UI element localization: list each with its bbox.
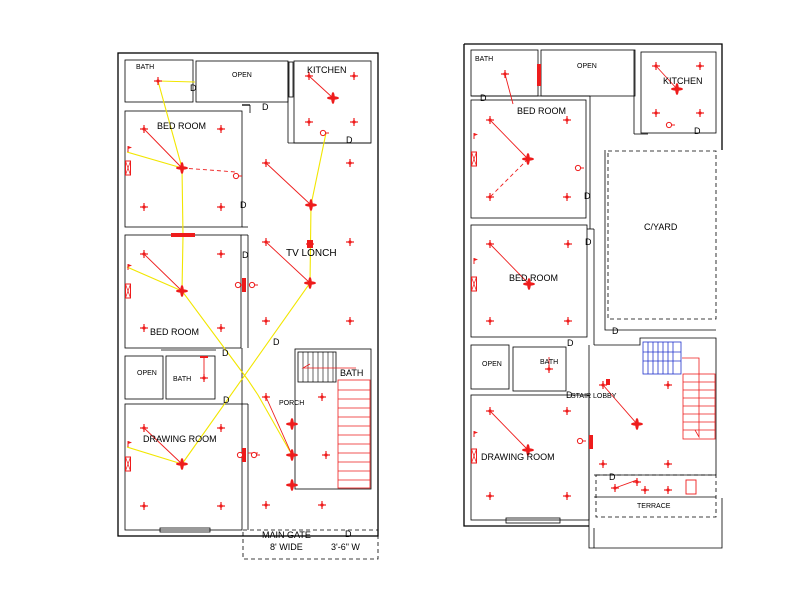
left-drawing-room-label: DRAWING ROOM bbox=[143, 434, 217, 444]
left-bath-stair-label: BATH bbox=[340, 368, 363, 378]
left-bath-top-label: BATH bbox=[136, 64, 154, 71]
door-mark: D bbox=[273, 337, 280, 347]
left-bed-room-1-label: BED ROOM bbox=[157, 121, 206, 131]
left-open-mid-label: OPEN bbox=[137, 370, 157, 377]
door-mark: D bbox=[240, 200, 247, 210]
right-fixtures bbox=[471, 61, 705, 501]
right-bed-room-2-label: BED ROOM bbox=[509, 273, 558, 283]
left-door-marks: D D D D D D D D D bbox=[190, 83, 353, 539]
door-mark: D bbox=[262, 102, 269, 112]
left-porch-label: PORCH bbox=[279, 400, 304, 407]
courtyard-label: C/YARD bbox=[644, 222, 678, 232]
right-circuit-wiring bbox=[489, 65, 678, 489]
left-stair bbox=[297, 351, 371, 489]
door-mark: D bbox=[346, 135, 353, 145]
main-gate-label: MAIN GATE bbox=[262, 530, 311, 540]
left-bed-room-2-label: BED ROOM bbox=[150, 327, 199, 337]
door-mark: D bbox=[345, 529, 352, 539]
right-stair bbox=[642, 341, 716, 440]
right-kitchen-label: KITCHEN bbox=[663, 76, 703, 86]
right-open-top-label: OPEN bbox=[577, 63, 597, 70]
left-tv-lounge-label: TV LONCH bbox=[286, 248, 337, 259]
terrace-label: TERRACE bbox=[637, 503, 671, 510]
door-mark: D bbox=[480, 93, 487, 103]
door-mark: D bbox=[190, 83, 197, 93]
stair-lobby-label: STAIR LOBBY bbox=[571, 393, 617, 400]
door-mark: D bbox=[222, 348, 229, 358]
door-mark: D bbox=[566, 390, 573, 400]
door-mark: D bbox=[242, 250, 249, 260]
left-kitchen-label: KITCHEN bbox=[307, 65, 347, 75]
right-bed-room-1-label: BED ROOM bbox=[517, 106, 566, 116]
door-mark: D bbox=[694, 126, 701, 136]
left-room-labels: BATH OPEN KITCHEN BED ROOM TV LONCH BED … bbox=[136, 64, 363, 552]
door-mark: D bbox=[609, 472, 616, 482]
right-floor-plan: BATH OPEN KITCHEN BED ROOM C/YARD BED RO… bbox=[463, 43, 723, 549]
right-bath-mid-label: BATH bbox=[540, 359, 558, 366]
left-bath-mid-label: BATH bbox=[173, 376, 191, 383]
right-walls bbox=[463, 43, 723, 549]
left-fixtures bbox=[125, 71, 359, 511]
door-mark: D bbox=[567, 338, 574, 348]
right-drawing-room-label: DRAWING ROOM bbox=[481, 452, 555, 462]
door-mark: D bbox=[223, 395, 230, 405]
door-mark: D bbox=[584, 191, 591, 201]
gate-width-label: 8' WIDE bbox=[270, 542, 303, 552]
right-bath-top-label: BATH bbox=[475, 56, 493, 63]
right-room-labels: BATH OPEN KITCHEN BED ROOM C/YARD BED RO… bbox=[475, 56, 703, 510]
door-mark: D bbox=[585, 237, 592, 247]
door-mark: D bbox=[612, 326, 619, 336]
door-width-label: 3'-6" W bbox=[331, 542, 360, 552]
right-door-marks: D D D D D D D D bbox=[480, 93, 701, 482]
right-open-mid-label: OPEN bbox=[482, 361, 502, 368]
left-open-top-label: OPEN bbox=[232, 72, 252, 79]
left-floor-plan: BATH OPEN KITCHEN BED ROOM TV LONCH BED … bbox=[117, 52, 379, 560]
